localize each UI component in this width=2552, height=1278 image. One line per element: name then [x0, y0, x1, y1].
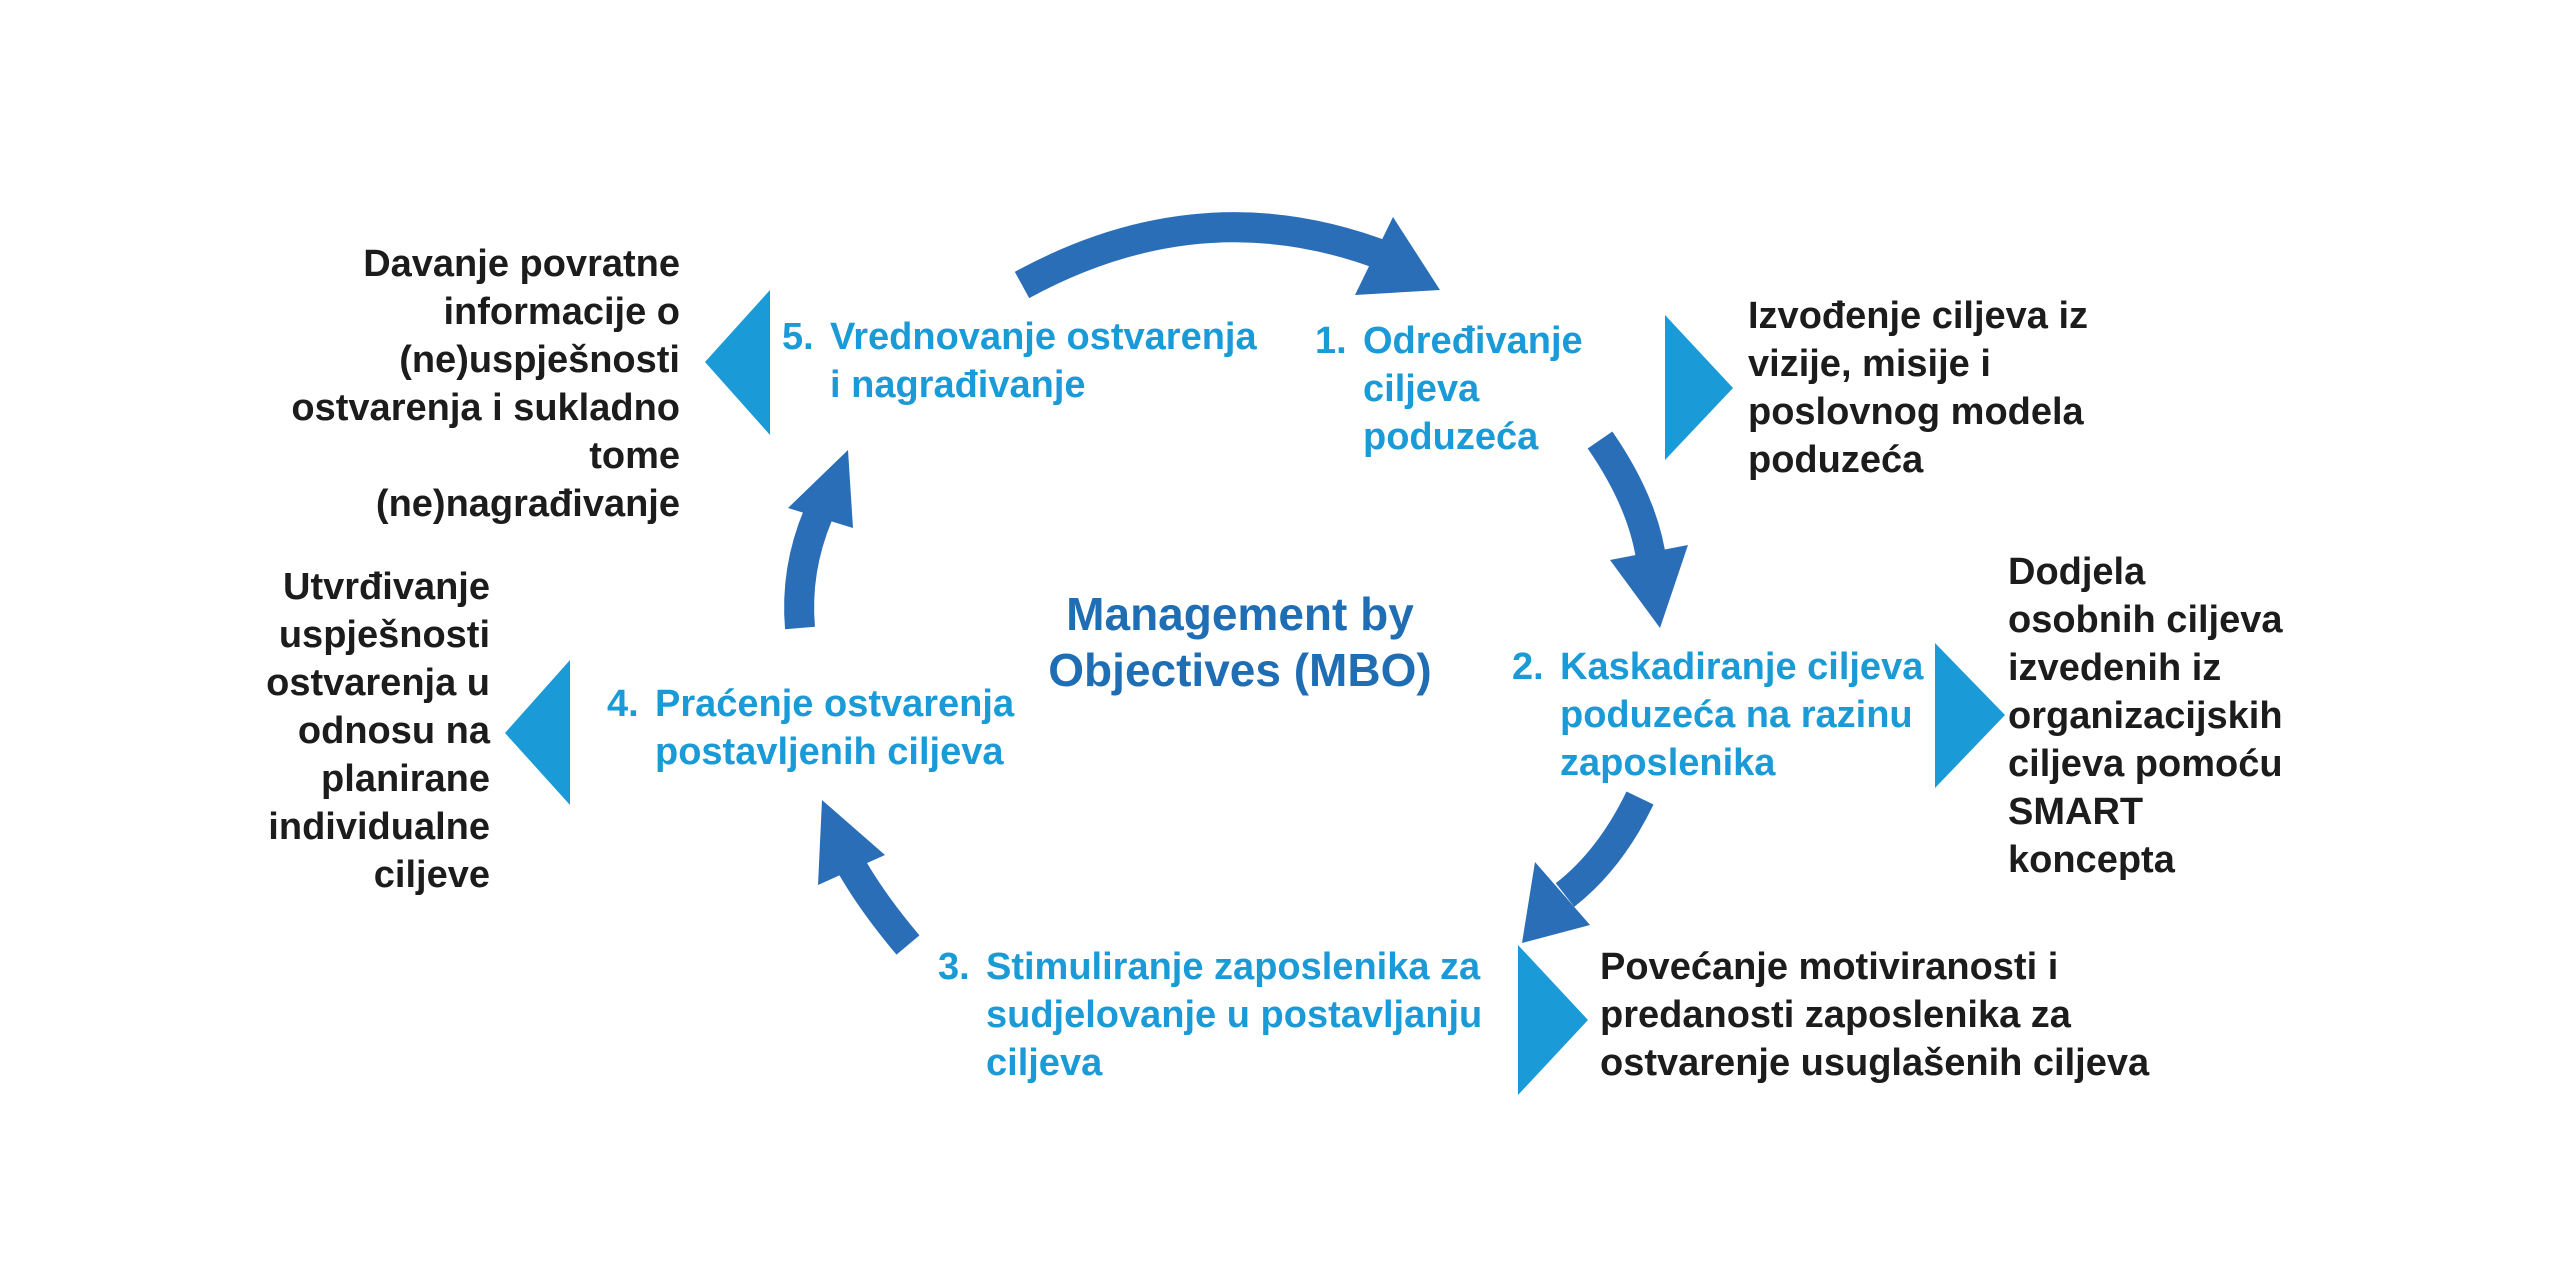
- description-1: Izvođenje ciljeva iz vizije, misije i po…: [1748, 295, 2089, 481]
- step-5: 5. Vrednovanje ostvarenja i nagrađivanje: [782, 313, 1257, 409]
- cycle-arrow-body: [784, 509, 832, 630]
- step-1: 1. Određivanje ciljeva poduzeća: [1315, 317, 1583, 461]
- pointer-triangle-2: [1935, 643, 2005, 788]
- pointer-triangle-4: [505, 660, 570, 805]
- cycle-arrow-body: [1014, 212, 1396, 299]
- cycle-arrow-head: [1522, 862, 1590, 943]
- cycle-arrow-3-to-4: [818, 800, 920, 955]
- step-label: Vrednovanje ostvarenja i nagrađivanje: [830, 316, 1257, 406]
- cycle-arrow-head: [788, 450, 853, 528]
- cycle-arrow-5-to-1: [1014, 212, 1440, 299]
- description-5: Davanje povratne informacije o (ne)uspje…: [291, 243, 680, 525]
- description-3: Povećanje motiviranosti i predanosti zap…: [1600, 946, 2150, 1084]
- cycle-arrow-head: [1610, 545, 1688, 628]
- cycle-arrow-head: [818, 800, 885, 885]
- cycle-arrow-1-to-2: [1587, 431, 1688, 628]
- cycle-arrow-body: [1587, 431, 1667, 568]
- step-number: 3.: [938, 946, 970, 988]
- description-2: Dodjela osobnih ciljeva izvedenih iz org…: [2008, 551, 2283, 881]
- step-label: Praćenje ostvarenja postavljenih ciljeva: [655, 683, 1015, 773]
- cycle-arrow-2-to-3: [1522, 791, 1654, 943]
- step-label: Određivanje ciljeva poduzeća: [1363, 320, 1583, 458]
- cycle-arrow-4-to-5: [784, 450, 853, 630]
- step-number: 5.: [782, 316, 814, 358]
- cycle-arrow-body: [1555, 791, 1654, 907]
- pointer-triangle-5: [705, 290, 770, 435]
- step-label: Kaskadiranje ciljeva poduzeća na razinu …: [1560, 646, 1924, 784]
- step-number: 2.: [1512, 646, 1544, 688]
- step-number: 1.: [1315, 320, 1347, 362]
- pointer-triangle-1: [1665, 315, 1733, 460]
- diagram-title: Management by Objectives (MBO): [1048, 588, 1432, 696]
- step-number: 4.: [607, 683, 639, 725]
- step-2: 2. Kaskadiranje ciljeva poduzeća na razi…: [1512, 643, 1923, 787]
- step-label: Stimuliranje zaposlenika za sudjelovanje…: [986, 946, 1483, 1084]
- pointer-triangle-3: [1518, 945, 1588, 1095]
- description-4: Utvrđivanje uspješnosti ostvarenja u odn…: [266, 566, 490, 896]
- step-3: 3. Stimuliranje zaposlenika za sudjelova…: [938, 943, 1482, 1087]
- step-4: 4. Praćenje ostvarenja postavljenih cilj…: [607, 680, 1014, 776]
- cycle-arrow-head: [1355, 217, 1440, 295]
- cycle-arrow-body: [834, 852, 920, 955]
